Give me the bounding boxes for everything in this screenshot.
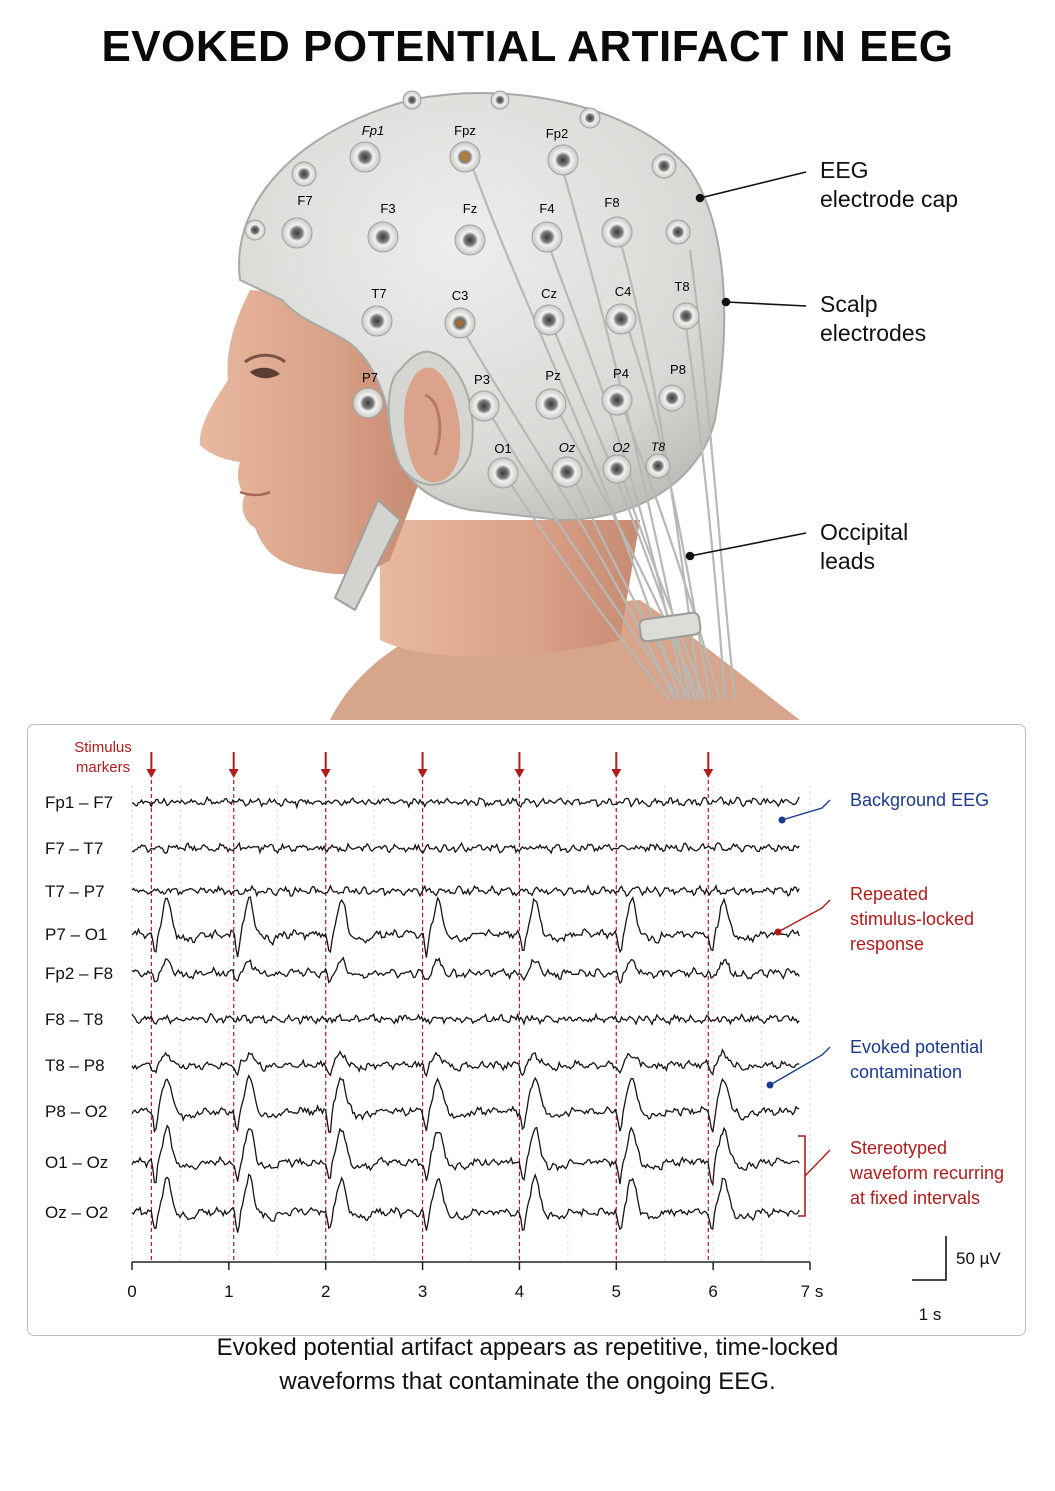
figure-caption: Evoked potential artifact appears as rep… (216, 1334, 839, 1395)
electrode-label: Oz (559, 440, 576, 455)
page-title: EVOKED POTENTIAL ARTIFACT IN EEG (101, 22, 954, 71)
eeg-trace (131, 1074, 800, 1134)
stimulus-markers-label: markers (76, 759, 130, 776)
scalp-electrodes: Fp1 Fpz Fp2 F7 F3 Fz F4 F8 T7 C3 Cz C4 T… (244, 90, 700, 489)
channel-label: P7 – O1 (45, 925, 107, 944)
cable-clip (638, 611, 702, 643)
electrode-label: P7 (362, 370, 378, 385)
annotation-text: Evoked potential (850, 1037, 983, 1057)
head-with-eeg-cap-illustration: Fp1 Fpz Fp2 F7 F3 Fz F4 F8 T7 C3 Cz C4 T… (199, 90, 807, 720)
annotation-text: Repeated (850, 884, 928, 904)
channel-label: Oz – O2 (45, 1203, 108, 1222)
electrode-label: F4 (539, 201, 554, 216)
eeg-trace (131, 841, 800, 855)
eye (250, 367, 280, 379)
electrode-label: T8 (651, 440, 665, 454)
x-tick-label: 2 (321, 1282, 330, 1301)
x-tick-label: 6 (708, 1282, 717, 1301)
scale-time-label: 1 s (919, 1305, 942, 1324)
channel-label: F7 – T7 (45, 839, 103, 858)
electrode-label: O1 (494, 441, 511, 456)
annotation-dot (774, 928, 782, 936)
channel-label: O1 – Oz (45, 1153, 108, 1172)
electrode-label: Fz (463, 201, 477, 216)
annotation-text: response (850, 934, 924, 954)
electrode-label: Cz (541, 286, 557, 301)
eeg-trace (131, 884, 800, 898)
electrode-label: Fp2 (546, 126, 568, 141)
electrode-label: Pz (545, 368, 560, 383)
annotation-leader (769, 1046, 831, 1086)
neck (380, 520, 640, 657)
electrode-label: Fp1 (362, 123, 384, 138)
electrode-label: P4 (613, 366, 629, 381)
stimulus-marker-arrowhead (514, 769, 525, 778)
eeg-trace (131, 1012, 800, 1026)
stimulus-marker-arrowhead (417, 769, 428, 778)
eeg-trace (131, 1173, 800, 1233)
eeg-panel (27, 724, 1026, 1336)
annotation-dot (778, 816, 786, 824)
electrode-label: F8 (604, 195, 619, 210)
scale-bar (912, 1236, 947, 1281)
eeg-trace (131, 795, 800, 810)
annotation-text: at fixed intervals (850, 1188, 980, 1208)
electrode-label: P3 (474, 372, 490, 387)
annotation-leader (777, 899, 831, 933)
stereotyped-bracket (798, 1135, 806, 1217)
channel-label: F8 – T8 (45, 1010, 103, 1029)
channel-label: T7 – P7 (45, 882, 105, 901)
x-tick-label: 4 (515, 1282, 524, 1301)
electrode-label: F3 (380, 201, 395, 216)
eeg-trace (131, 1124, 800, 1187)
face (199, 290, 420, 575)
stimulus-marker-arrowhead (611, 769, 622, 778)
annotation-text: contamination (850, 1062, 962, 1082)
x-tick-label: 7 s (801, 1282, 824, 1301)
x-tick-label: 3 (418, 1282, 427, 1301)
eeg-trace (131, 1048, 800, 1078)
callout-leaders (685, 171, 807, 561)
eeg-trace (131, 895, 800, 958)
channel-label: Fp1 – F7 (45, 793, 113, 812)
x-tick-label: 1 (224, 1282, 233, 1301)
stimulus-marker-arrowhead (146, 769, 157, 778)
stimulus-markers-label: Stimulus (74, 739, 132, 756)
electrode-cables (459, 159, 737, 701)
scale-amplitude-label: 50 µV (956, 1249, 1001, 1268)
stimulus-marker-arrowhead (320, 769, 331, 778)
channel-label: Fp2 – F8 (45, 964, 113, 983)
x-tick-label: 5 (612, 1282, 621, 1301)
electrode-label: T8 (674, 279, 689, 294)
electrode-label: O2 (612, 440, 630, 455)
stimulus-marker-arrowhead (703, 769, 714, 778)
stimulus-marker-arrowhead (228, 769, 239, 778)
electrode-label: T7 (371, 286, 386, 301)
chin-strap (333, 498, 402, 612)
electrode-label: P8 (670, 362, 686, 377)
annotation-text: Stereotyped (850, 1138, 947, 1158)
x-tick-label: 0 (127, 1282, 136, 1301)
electrode-label: F7 (297, 193, 312, 208)
annotation-text: waveform recurring (849, 1163, 1004, 1183)
annotation-text: stimulus-locked (850, 909, 974, 929)
annotation-leader (804, 1149, 831, 1177)
annotation-leader (781, 799, 831, 821)
electrode-label: Fpz (454, 123, 476, 138)
electrode-label: C3 (452, 288, 469, 303)
annotation-text: Background EEG (850, 790, 989, 810)
electrode-label: C4 (615, 284, 632, 299)
channel-label: T8 – P8 (45, 1056, 105, 1075)
ear (404, 367, 461, 483)
channel-label: P8 – O2 (45, 1102, 107, 1121)
eeg-trace (131, 956, 800, 985)
annotation-dot (766, 1081, 774, 1089)
